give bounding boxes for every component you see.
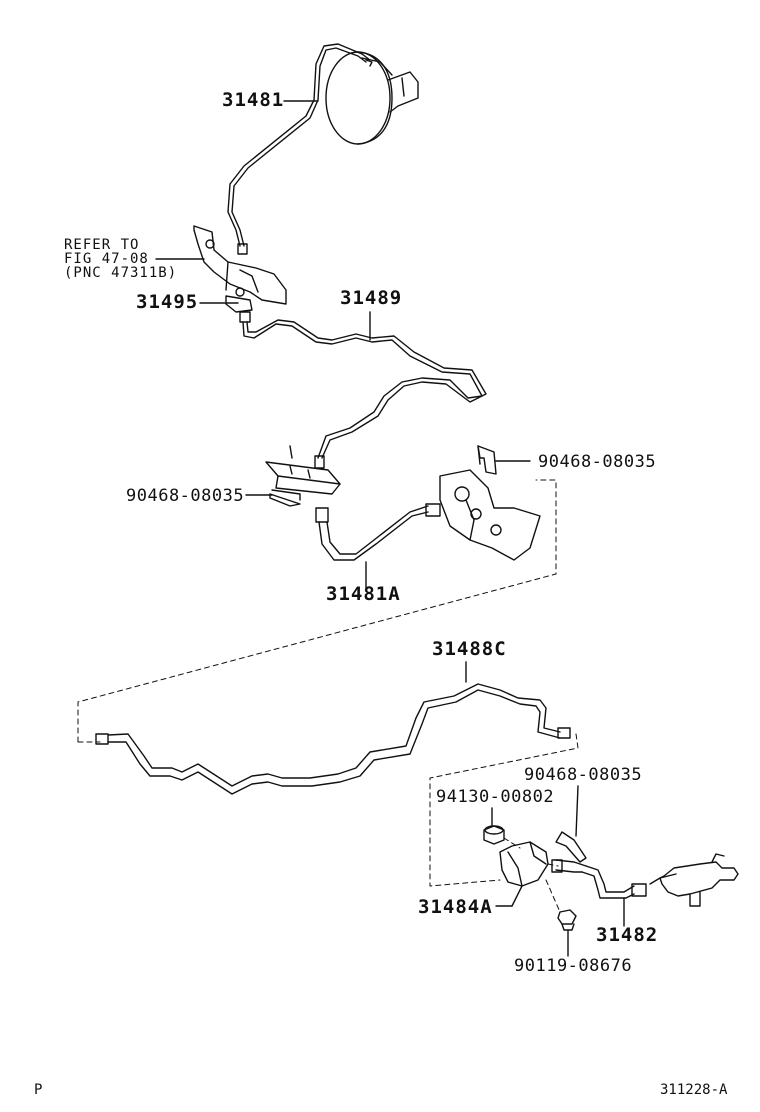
pipe-31481-drawing: [227, 43, 371, 255]
label-31489[interactable]: 31489: [340, 287, 403, 309]
clip-90468-top-drawing: [477, 445, 497, 475]
clip-plate-drawing: [265, 445, 341, 507]
refer-note: REFER TO FIG 47-08 (PNC 47311B): [64, 238, 177, 280]
label-31495[interactable]: 31495: [136, 291, 199, 313]
label-90468-left[interactable]: 90468-08035: [126, 486, 245, 506]
dashed-guides: [77, 479, 579, 913]
label-31488C[interactable]: 31488C: [432, 638, 507, 660]
clip-90468-bottom-drawing: [555, 831, 587, 863]
label-90468-bottom[interactable]: 90468-08035: [524, 765, 643, 785]
footer-left-mark: P: [34, 1082, 43, 1098]
label-90468-top[interactable]: 90468-08035: [538, 452, 657, 472]
pipe-31488C-drawing: [95, 683, 571, 795]
hose-31482-drawing: [551, 853, 739, 907]
refer-note-line-2: FIG 47-08: [64, 251, 149, 267]
pipe-31489-drawing: [239, 311, 487, 469]
label-90119[interactable]: 90119-08676: [514, 956, 633, 976]
label-31481[interactable]: 31481: [222, 89, 285, 111]
nut-94130-drawing: [483, 825, 505, 845]
refer-note-line-1: REFER TO: [64, 237, 140, 253]
label-31482[interactable]: 31482: [596, 924, 659, 946]
label-31484A[interactable]: 31484A: [418, 896, 493, 918]
footer-figure-code: 311228-A: [660, 1082, 728, 1098]
leader-lines: [155, 100, 625, 957]
bracket-31484A-drawing: [499, 841, 549, 887]
hose-31481A-drawing: [315, 503, 441, 561]
label-94130[interactable]: 94130-00802: [436, 787, 555, 807]
master-cylinder-drawing: [325, 51, 419, 145]
support-bracket-drawing: [439, 469, 541, 561]
bolt-90119-drawing: [557, 909, 577, 931]
bracket-31495-drawing: [193, 225, 287, 313]
refer-note-line-3: (PNC 47311B): [64, 265, 178, 281]
label-31481A[interactable]: 31481A: [326, 583, 401, 605]
